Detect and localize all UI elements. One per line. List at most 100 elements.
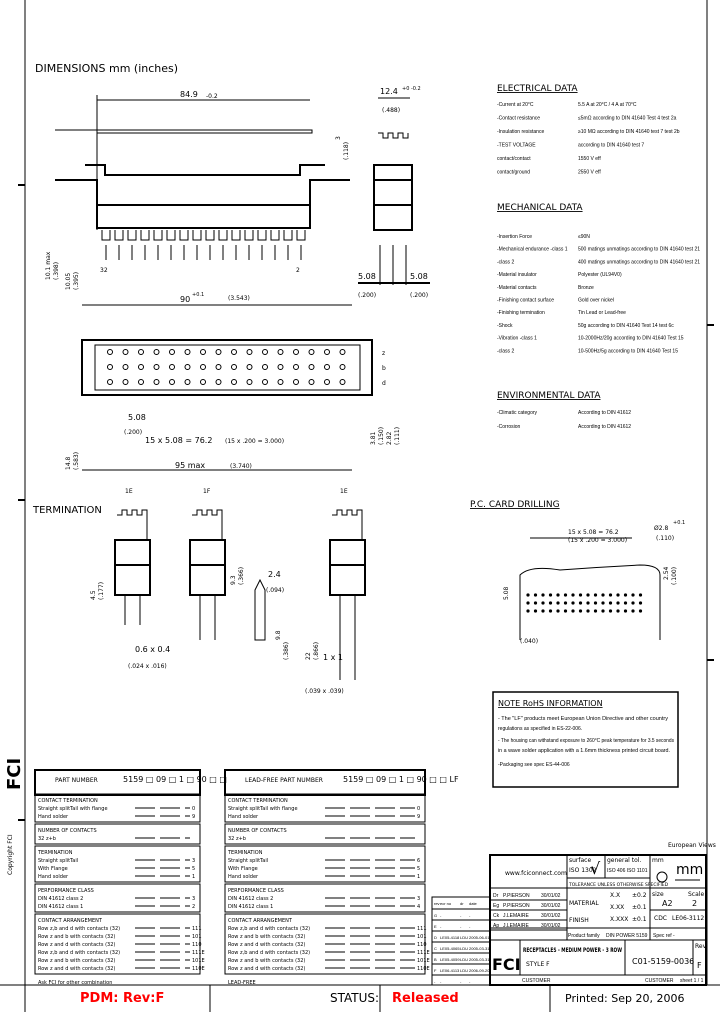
svg-text:22: 22 bbox=[305, 652, 312, 660]
option-code: 5 bbox=[417, 866, 420, 872]
drill-hole bbox=[526, 609, 530, 613]
svg-text:G: G bbox=[434, 913, 437, 918]
pin bbox=[153, 230, 163, 260]
option-label: Straight splitTail bbox=[38, 858, 78, 864]
option-label: DIN 41612 class 2 bbox=[38, 896, 83, 902]
option-code: 101 bbox=[417, 934, 427, 940]
contact-hole bbox=[184, 349, 191, 355]
svg-text:(15 x .200 = 3.000): (15 x .200 = 3.000) bbox=[568, 537, 627, 544]
spec-tables: ELECTRICAL DATA MECHANICAL DATA ENVIRONM… bbox=[497, 84, 700, 430]
drill-hole bbox=[623, 601, 628, 605]
spec-label: -Corrosion bbox=[497, 424, 521, 430]
drill-hole bbox=[578, 601, 583, 605]
drill-hole bbox=[556, 601, 560, 605]
svg-text:- The housing can withstand ex: - The housing can withstand exposure to … bbox=[498, 738, 674, 744]
option-label: Row z,b and d with contacts (32) bbox=[38, 950, 120, 956]
svg-text:MATERIAL: MATERIAL bbox=[569, 900, 599, 907]
option-code: 6 bbox=[417, 858, 420, 864]
spec-value: 500 matings unmatings according to DIN 4… bbox=[578, 247, 700, 253]
svg-text:(.583): (.583) bbox=[73, 452, 80, 470]
part-number-code: 5159 □ 09 □ 1 □ 90 □ □ LF bbox=[343, 775, 459, 784]
spec-value: 400 matings unmatings according to DIN 4… bbox=[578, 259, 700, 265]
svg-text:90: 90 bbox=[180, 295, 190, 304]
svg-text:RECEPTACLES - MEDIUM POWER - 3: RECEPTACLES - MEDIUM POWER - 3 ROW bbox=[523, 947, 622, 954]
option-code: 3 bbox=[192, 896, 195, 902]
contact-hole bbox=[231, 349, 237, 355]
svg-text:(.488): (.488) bbox=[382, 107, 400, 114]
spec-label: -Material insulator bbox=[497, 272, 537, 278]
drill-hole bbox=[548, 609, 553, 613]
spec-label: -Contact resistance bbox=[497, 116, 540, 122]
svg-text:-: - bbox=[469, 979, 471, 984]
svg-text:P.PIERSON: P.PIERSON bbox=[503, 903, 530, 909]
contact-hole bbox=[339, 379, 346, 385]
svg-text:ISO 406 ISO 1101: ISO 406 ISO 1101 bbox=[607, 868, 648, 874]
svg-text:-: - bbox=[469, 924, 471, 929]
spec-value: 10-500Hz/5g according to DIN 41640 Test … bbox=[578, 348, 678, 354]
svg-text:(.094): (.094) bbox=[266, 587, 284, 594]
rohs-notes-box: NOTE RoHS INFORMATION - The "LF" product… bbox=[492, 691, 679, 788]
option-label: With Flange bbox=[228, 866, 258, 872]
contact-hole bbox=[107, 364, 113, 370]
svg-text:LE05-4065: LE05-4065 bbox=[440, 946, 460, 951]
contact-hole bbox=[308, 364, 315, 370]
unit-mm: mm bbox=[676, 862, 703, 878]
drill-hole bbox=[541, 601, 545, 605]
svg-text:(.866): (.866) bbox=[313, 642, 320, 660]
part-number-label: LEAD-FREE PART NUMBER bbox=[245, 777, 323, 784]
svg-text:CDC: CDC bbox=[654, 915, 667, 922]
svg-text:±0.1: ±0.1 bbox=[632, 916, 647, 923]
spec-value: According to DIN 41612 bbox=[578, 410, 631, 416]
svg-text:(3.740): (3.740) bbox=[230, 463, 252, 470]
svg-text:European Views: European Views bbox=[668, 842, 716, 849]
pin bbox=[244, 230, 254, 260]
svg-text:FCI: FCI bbox=[4, 758, 25, 790]
svg-text:1 x 1: 1 x 1 bbox=[323, 653, 343, 662]
contact-hole bbox=[122, 364, 129, 370]
legend-footer: LEAD-FREE bbox=[228, 980, 256, 986]
svg-text:mm: mm bbox=[652, 857, 664, 864]
svg-text:P.C. CARD DRILLING: P.C. CARD DRILLING bbox=[470, 500, 560, 510]
contact-hole bbox=[122, 349, 129, 355]
status-bar: PDM: Rev:F STATUS: Released Printed: Sep… bbox=[80, 991, 684, 1006]
spec-label: -Shock bbox=[497, 323, 513, 329]
svg-text:0.6 x 0.4: 0.6 x 0.4 bbox=[135, 645, 170, 654]
option-code: 111E bbox=[192, 950, 205, 956]
part-number-code: 5159 □ 09 □ 1 □ 90 □ □ bbox=[123, 775, 227, 784]
drill-hole bbox=[623, 593, 628, 597]
svg-text:30/01/02: 30/01/02 bbox=[541, 923, 561, 929]
drill-hole bbox=[556, 593, 560, 597]
svg-text:Eg: Eg bbox=[493, 903, 499, 909]
svg-text:d: d bbox=[382, 380, 386, 387]
svg-text:C: C bbox=[434, 946, 437, 951]
contact-hole bbox=[153, 379, 160, 385]
drill-hole bbox=[631, 601, 635, 605]
svg-text:www.fciconnect.com: www.fciconnect.com bbox=[505, 870, 567, 877]
fci-logo-left: FCI bbox=[4, 758, 25, 790]
svg-text:(.200): (.200) bbox=[410, 292, 428, 299]
svg-text:2005-03-31: 2005-03-31 bbox=[469, 946, 490, 951]
svg-text:(.024 x .016): (.024 x .016) bbox=[128, 663, 167, 670]
svg-text:-Packaging see spec ES-44-006: -Packaging see spec ES-44-006 bbox=[498, 762, 570, 768]
pin bbox=[140, 230, 150, 260]
spec-value: 2550 V eff bbox=[578, 170, 601, 176]
bottom-view: 90 +0.1 (3.543) z b d 5.08 (.200) 15 x 5… bbox=[65, 292, 401, 471]
drill-hole bbox=[571, 609, 575, 613]
pin bbox=[270, 230, 280, 260]
svg-text:CUSTOMER: CUSTOMER bbox=[645, 978, 674, 984]
option-code: 110E bbox=[417, 966, 430, 972]
svg-text:Ap: Ap bbox=[493, 923, 499, 929]
svg-text:10.1 max: 10.1 max bbox=[45, 251, 52, 280]
svg-text:5.08: 5.08 bbox=[503, 586, 510, 600]
contact-hole bbox=[324, 349, 330, 355]
contact-hole bbox=[262, 349, 268, 355]
svg-text:-: - bbox=[434, 979, 436, 984]
svg-text:10.05: 10.05 bbox=[65, 273, 72, 290]
svg-text:-: - bbox=[460, 924, 462, 929]
svg-text:12.4: 12.4 bbox=[380, 87, 398, 96]
svg-text:1E: 1E bbox=[340, 488, 348, 495]
contact-hole bbox=[169, 364, 175, 370]
svg-text:LE06-3112: LE06-3112 bbox=[672, 915, 704, 922]
